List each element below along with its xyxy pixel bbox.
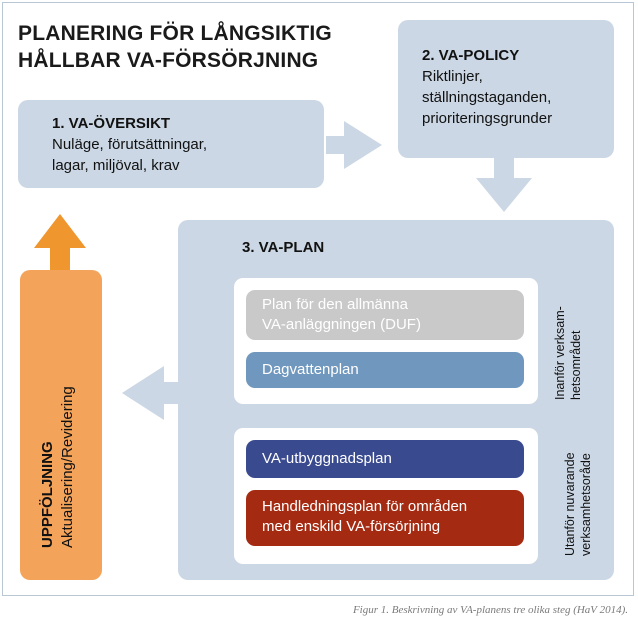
arrow-uppfoljning-up [34,214,86,270]
uppfoljning-heading: UPPFÖLJNING [39,441,56,548]
uppfoljning-box [20,270,102,580]
plan-item-va-utbyggnadsplan-label: VA-utbyggnadsplan [262,450,392,467]
plan-item-handledningsplan-line-1: Handledningsplan för områden [262,498,468,515]
va-oversikt-text-2: lagar, miljöval, krav [52,157,180,174]
title-line-1: PLANERING FÖR LÅNGSIKTIG [18,22,332,45]
plan-item-dagvattenplan: Dagvattenplan [246,352,524,388]
plan-item-duf: Plan för den allmänna VA-anläggningen (D… [246,290,524,340]
va-plan-box: 3. VA-PLAN Plan för den allmänna VA-anlä… [178,220,614,580]
side-label-outside-line-1: Utanför nuvarande [563,452,577,556]
uppfoljning-subtext: Aktualisering/Revidering [59,386,76,548]
va-plan-heading: 3. VA-PLAN [242,239,325,256]
side-label-inside-line-2: hetsområdet [569,330,583,400]
va-policy-text-1: Riktlinjer, [422,68,483,85]
va-policy-text-2: ställningstaganden, [422,89,552,106]
arrow-plan-to-uppfoljning [122,366,180,420]
va-policy-box: 2. VA-POLICY Riktlinjer, ställningstagan… [398,20,614,158]
plan-group-inside: Plan för den allmänna VA-anläggningen (D… [234,278,538,404]
arrow-policy-to-plan [476,158,532,212]
side-label-outside-line-2: verksamhetsoråde [579,453,593,556]
side-label-inside-line-1: Inanför verksam- [553,306,567,400]
plan-item-va-utbyggnadsplan: VA-utbyggnadsplan [246,440,524,478]
va-oversikt-box: 1. VA-ÖVERSIKT Nuläge, förutsättningar, … [18,100,324,188]
plan-item-handledningsplan: Handledningsplan för områden med enskild… [246,490,524,546]
title-line-2: HÅLLBAR VA-FÖRSÖRJNING [18,49,319,72]
plan-item-duf-line-1: Plan för den allmänna [262,296,408,313]
side-label-inside: Inanför verksam- hetsområdet [552,306,584,400]
plan-item-duf-line-2: VA-anläggningen (DUF) [262,316,421,333]
side-label-outside: Utanför nuvarande verksamhetsoråde [562,452,594,556]
va-policy-text-3: prioriteringsgrunder [422,110,553,127]
plan-item-handledningsplan-line-2: med enskild VA-försörjning [262,518,441,535]
va-oversikt-heading: 1. VA-ÖVERSIKT [52,115,171,132]
va-policy-heading: 2. VA-POLICY [422,47,520,64]
plan-group-outside: VA-utbyggnadsplan Handledningsplan för o… [234,428,538,564]
uppfoljning-text: UPPFÖLJNING Aktualisering/Revidering [38,386,78,548]
arrow-oversikt-to-policy [326,121,382,169]
diagram-title: PLANERING FÖR LÅNGSIKTIG HÅLLBAR VA-FÖRS… [18,20,332,74]
figure-caption: Figur 1. Beskrivning av VA-planens tre o… [352,604,628,616]
va-oversikt-text-1: Nuläge, förutsättningar, [52,136,208,153]
plan-item-dagvattenplan-label: Dagvattenplan [262,361,359,378]
